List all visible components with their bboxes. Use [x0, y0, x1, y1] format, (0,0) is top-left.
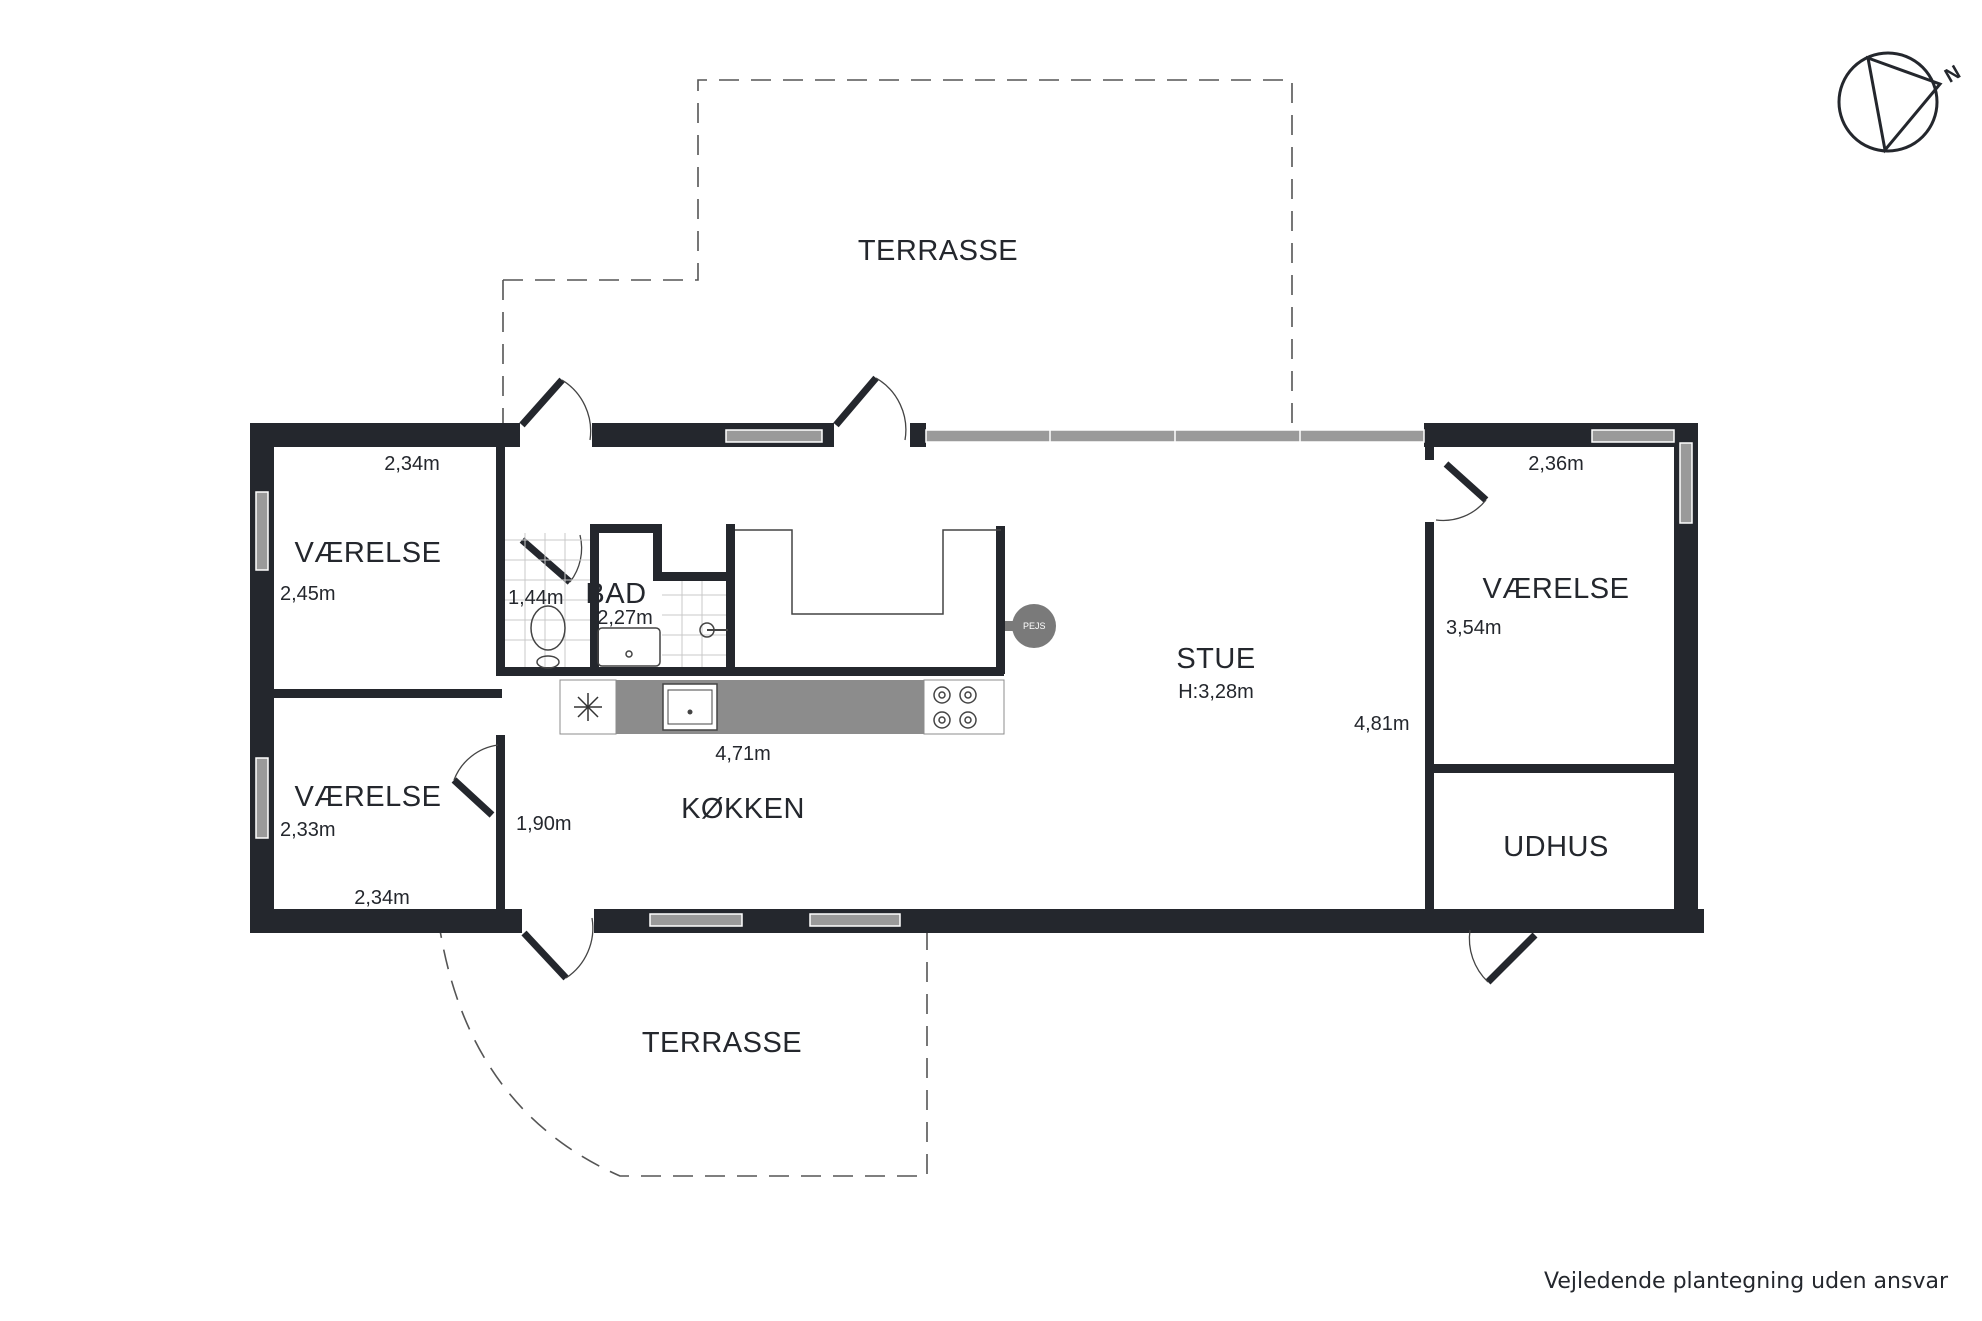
room-label-udhus: UDHUS [1503, 831, 1609, 863]
windows [255, 429, 1693, 927]
freezer-icon [574, 693, 602, 721]
terrace-outlines [439, 79, 1293, 1177]
dim-stue-height: H:3,28m [1178, 681, 1254, 703]
dim-koekken-length: 4,71m [715, 743, 771, 765]
dim-stue-depth: 4,81m [1354, 713, 1410, 735]
window-west-2 [255, 757, 269, 839]
window-bottom-1 [649, 913, 743, 927]
window-top-1 [725, 429, 823, 443]
door-terrace-south [521, 930, 569, 981]
dim-koekken-depth: 1,90m [516, 813, 572, 835]
dim-vaerelse-e-depth: 3,54m [1446, 617, 1502, 639]
room-label-stue: STUE [1176, 643, 1255, 675]
window-east-side [1679, 442, 1693, 524]
room-label-vaerelse-nw: VÆRELSE [295, 537, 442, 569]
room-label-vaerelse-e: VÆRELSE [1483, 573, 1630, 605]
compass-icon: N [1837, 51, 1965, 154]
door-sw-room [451, 777, 495, 818]
room-label-koekken: KØKKEN [681, 793, 805, 825]
window-bottom-2 [809, 913, 901, 927]
fireplace-label: PEJS [1023, 621, 1046, 631]
disclaimer-text: Vejledende plantegning uden ansvar [1544, 1269, 1949, 1294]
compass-north-letter: N [1941, 61, 1965, 87]
dim-vaerelse-sw-depth: 2,33m [280, 819, 336, 841]
kitchen-counter [559, 679, 1005, 735]
toilet-icon [530, 605, 566, 651]
terrace-south-label: TERRASSE [642, 1027, 802, 1059]
door-udhus [1485, 932, 1538, 985]
door-bath [519, 537, 573, 585]
kitchen-sink-icon [667, 689, 713, 725]
bathroom-fixtures [505, 533, 728, 669]
dim-vaerelse-sw-width: 2,34m [354, 887, 410, 909]
door-east-room [1443, 461, 1489, 503]
terrace-north-label: TERRASSE [858, 235, 1018, 267]
dim-vaerelse-nw-width: 2,34m [384, 453, 440, 475]
room-labels: TERRASSE TERRASSE VÆRELSE 2,34m 2,45m BA… [280, 235, 1629, 1059]
door-terrace-north-2 [833, 375, 879, 428]
interior-walls [272, 440, 1680, 917]
kitchen-island [735, 529, 1001, 615]
doors [451, 375, 1538, 985]
dim-vaerelse-e-width: 2,36m [1528, 453, 1584, 475]
room-label-bad: BAD [585, 578, 646, 610]
dim-bad-width: 1,44m [508, 587, 564, 609]
dim-vaerelse-nw-depth: 2,45m [280, 583, 336, 605]
room-label-vaerelse-sw: VÆRELSE [295, 781, 442, 813]
sink-icon [597, 627, 661, 667]
window-top-east [1591, 429, 1675, 443]
window-west-1 [255, 491, 269, 571]
dim-bad-depth: 2,27m [597, 607, 653, 629]
fireplace: PEJS [1005, 604, 1056, 648]
door-terrace-north-1 [519, 377, 565, 428]
